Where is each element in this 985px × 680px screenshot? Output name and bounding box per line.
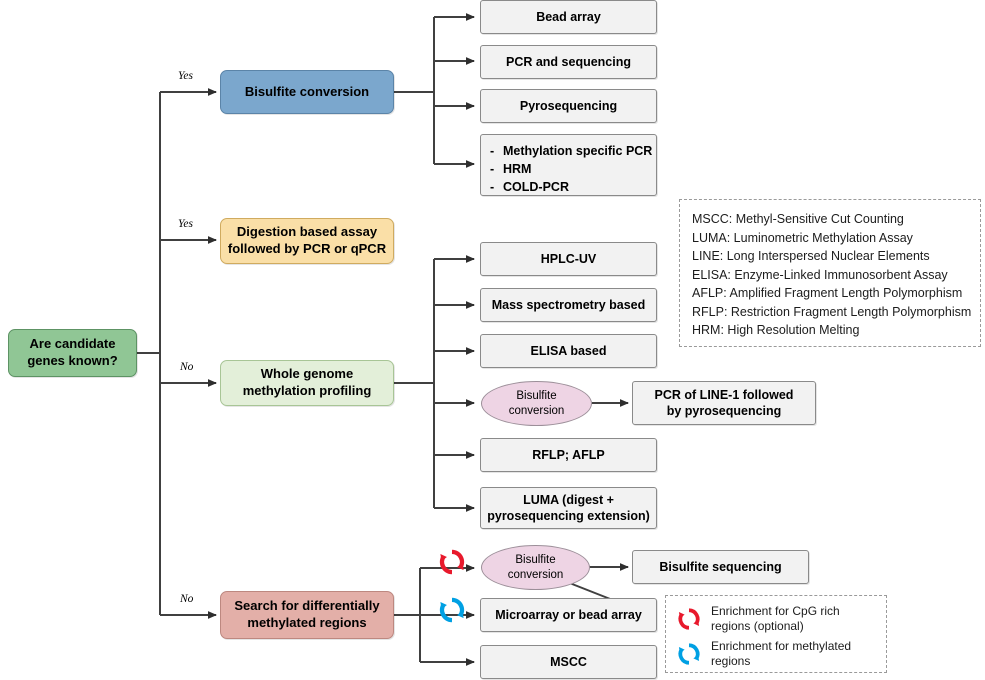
node-pcr-line1-pyrosequencing[interactable]: PCR of LINE-1 followed by pyrosequencing [632, 381, 816, 425]
edge-label-yes-1: Yes [178, 70, 193, 82]
node-bead-array-label: Bead array [536, 10, 601, 24]
bullet-dash-2: - [490, 180, 495, 195]
ellipse-dmr-line2: conversion [507, 568, 564, 581]
legend-row-methylated: Enrichment for methylated regions [676, 639, 876, 669]
node-microarray-label: Microarray or bead array [495, 608, 642, 622]
blue-cycle-icon [439, 597, 465, 623]
edge-label-yes-2: Yes [178, 218, 193, 230]
node-digestion-assay-line1: Digestion based assay [236, 224, 378, 240]
legend-box: Enrichment for CpG rich regions (optiona… [665, 595, 887, 673]
node-mass-spectrometry[interactable]: Mass spectrometry based [480, 288, 657, 322]
abbreviation-line-6: HRM: High Resolution Melting [692, 323, 860, 337]
node-mscc-label: MSCC [550, 655, 587, 669]
legend-cpg-line2: regions (optional) [711, 619, 804, 633]
bullet-item-1: - HRM [490, 160, 656, 178]
node-bisulfite-bullet-list[interactable]: - Methylation specific PCR - HRM - COLD-… [480, 134, 657, 196]
node-rflp-aflp[interactable]: RFLP; AFLP [480, 438, 657, 472]
abbreviation-line-1: LUMA: Luminometric Methylation Assay [692, 230, 913, 245]
node-bisulfite-conversion-ellipse-wg[interactable]: Bisulfite conversion [481, 381, 592, 426]
node-pcr-and-sequencing[interactable]: PCR and sequencing [480, 45, 657, 79]
legend-row-cpg: Enrichment for CpG rich regions (optiona… [676, 604, 876, 634]
node-bisulfite-sequencing[interactable]: Bisulfite sequencing [632, 550, 809, 584]
bullet-label-0: Methylation specific PCR [503, 144, 653, 158]
abbreviation-line-3: ELISA: Enzyme-Linked Immunosorbent Assay [692, 267, 948, 282]
abbreviation-line-4: AFLP: Amplified Fragment Length Polymorp… [692, 286, 963, 300]
node-root-label: Are candidate genes known? [27, 336, 118, 368]
node-bisulfite-conversion[interactable]: Bisulfite conversion [220, 70, 394, 114]
node-microarray-or-bead-array[interactable]: Microarray or bead array [480, 598, 657, 632]
legend-text-methylated: Enrichment for methylated regions [711, 639, 851, 669]
bullet-label-1: HRM [503, 162, 532, 177]
node-whole-genome-profiling[interactable]: Whole genome methylation profiling [220, 360, 394, 406]
abbreviation-line-0: MSCC: Methyl-Sensitive Cut Counting [692, 212, 904, 226]
node-whole-genome-line2: methylation profiling [242, 383, 372, 398]
red-cycle-icon [439, 549, 465, 575]
node-elisa-based-label: ELISA based [530, 344, 607, 358]
node-luma-line1: LUMA (digest + [523, 493, 614, 507]
abbreviation-line-5: RFLP: Restriction Fragment Length Polymo… [692, 304, 972, 319]
node-digestion-assay[interactable]: Digestion based assay followed by PCR or… [220, 218, 394, 264]
node-search-dmr[interactable]: Search for differentially methylated reg… [220, 591, 394, 639]
red-cycle-icon [678, 608, 700, 630]
edge-label-no-1: No [180, 361, 194, 373]
abbreviation-line-2: LINE: Long Interspersed Nuclear Elements [692, 249, 930, 263]
node-pyrosequencing[interactable]: Pyrosequencing [480, 89, 657, 123]
blue-cycle-icon [678, 643, 700, 665]
node-search-dmr-line1: Search for differentially [234, 598, 380, 614]
legend-methylated-line2: regions [711, 654, 751, 668]
bullet-item-2: - COLD-PCR [490, 178, 656, 196]
node-mscc[interactable]: MSCC [480, 645, 657, 679]
node-digestion-assay-line2: followed by PCR or qPCR [227, 241, 387, 256]
node-elisa-based[interactable]: ELISA based [480, 334, 657, 368]
node-root-decision[interactable]: Are candidate genes known? [8, 329, 137, 377]
node-luma-line2: pyrosequencing extension) [487, 509, 650, 523]
node-hplc-uv[interactable]: HPLC-UV [480, 242, 657, 276]
node-pyrosequencing-label: Pyrosequencing [519, 99, 618, 113]
legend-text-cpg: Enrichment for CpG rich regions (optiona… [711, 604, 840, 634]
ellipse-wg-line1: Bisulfite [516, 390, 557, 403]
legend-cpg-line1: Enrichment for CpG rich [711, 604, 840, 618]
ellipse-wg-line2: conversion [508, 404, 565, 417]
node-bead-array[interactable]: Bead array [480, 0, 657, 34]
bullet-dash-0: - [490, 144, 495, 158]
legend-methylated-line1: Enrichment for methylated [711, 639, 852, 653]
node-whole-genome-line1: Whole genome [260, 366, 354, 382]
node-search-dmr-line2: methylated regions [247, 615, 367, 630]
ellipse-dmr-line1: Bisulfite [515, 554, 556, 567]
node-rflp-aflp-label: RFLP; AFLP [532, 448, 605, 462]
node-bisulfite-conversion-ellipse-dmr[interactable]: Bisulfite conversion [481, 545, 590, 590]
edge-label-no-2: No [180, 593, 194, 605]
node-luma[interactable]: LUMA (digest + pyrosequencing extension) [480, 487, 657, 529]
node-bisulfite-sequencing-label: Bisulfite sequencing [659, 560, 782, 574]
node-hplc-uv-label: HPLC-UV [540, 252, 597, 266]
node-pcr-line1-line1: PCR of LINE-1 followed [654, 388, 794, 402]
node-bisulfite-conversion-label: Bisulfite conversion [244, 83, 370, 99]
node-pcr-and-sequencing-label: PCR and sequencing [505, 55, 632, 69]
bullet-dash-1: - [490, 162, 495, 177]
bullet-item-0: - Methylation specific PCR [490, 142, 656, 160]
bullet-label-2: COLD-PCR [503, 180, 569, 195]
node-pcr-line1-line2: by pyrosequencing [666, 404, 782, 418]
abbreviations-box: MSCC: Methyl-Sensitive Cut Counting LUMA… [679, 199, 981, 347]
node-mass-spectrometry-label: Mass spectrometry based [491, 298, 646, 312]
